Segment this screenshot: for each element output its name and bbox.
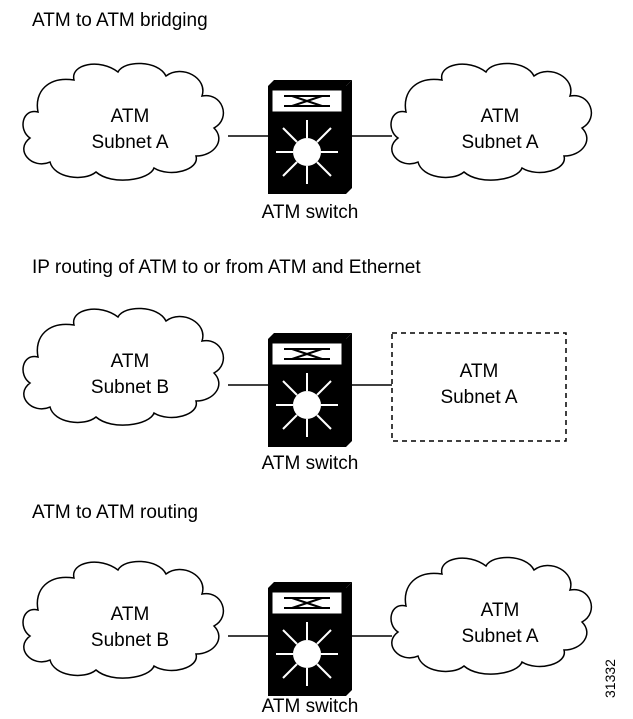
atm-routing-diagram: ATM Subnet B ATM switch ATM Subnet A	[22, 556, 593, 717]
cloud-label-line1: ATM	[111, 351, 150, 372]
cloud-label-line1: ATM	[481, 106, 520, 127]
atm-switch-icon	[268, 80, 352, 194]
section-atm-bridging: ATM to ATM bridging ATM Subnet A	[0, 0, 633, 230]
switch-label: ATM switch	[262, 453, 359, 474]
section-atm-routing: ATM to ATM routing ATM Subnet B ATM swit…	[0, 490, 633, 719]
section-heading: ATM to ATM bridging	[32, 10, 208, 31]
cloud-shape	[390, 556, 593, 675]
cloud-label-line2: Subnet A	[461, 132, 538, 153]
cloud-label-line2: Subnet A	[461, 626, 538, 647]
box-label-line1: ATM	[460, 361, 499, 382]
cloud-label-line2: Subnet B	[91, 377, 169, 398]
dashed-box	[391, 332, 567, 442]
cloud-label-line2: Subnet A	[91, 132, 168, 153]
cloud-label-line1: ATM	[111, 106, 150, 127]
ip-routing-diagram: ATM Subnet B ATM switch ATM Subnet A	[22, 307, 567, 474]
figure-id-text: 31332	[602, 659, 618, 698]
section-heading: ATM to ATM routing	[32, 502, 199, 523]
cloud-shape	[390, 62, 593, 181]
switch-label: ATM switch	[262, 696, 359, 717]
cloud-label-line2: Subnet B	[91, 630, 169, 651]
bridging-diagram: ATM Subnet A ATM switch ATM Sub	[22, 62, 593, 223]
section-heading: IP routing of ATM to or from ATM and Eth…	[32, 257, 421, 278]
switch-label: ATM switch	[262, 202, 359, 223]
figure-id: 31332	[602, 659, 618, 698]
box-label-line2: Subnet A	[440, 387, 517, 408]
cloud-label-line1: ATM	[111, 604, 150, 625]
cloud-label-line1: ATM	[481, 600, 520, 621]
atm-switch-icon	[268, 333, 352, 447]
atm-switch-icon	[268, 582, 352, 696]
section-ip-routing: IP routing of ATM to or from ATM and Eth…	[0, 245, 633, 475]
cloud-shape	[22, 307, 225, 426]
cloud-shape	[22, 62, 225, 181]
cloud-shape	[22, 560, 225, 679]
